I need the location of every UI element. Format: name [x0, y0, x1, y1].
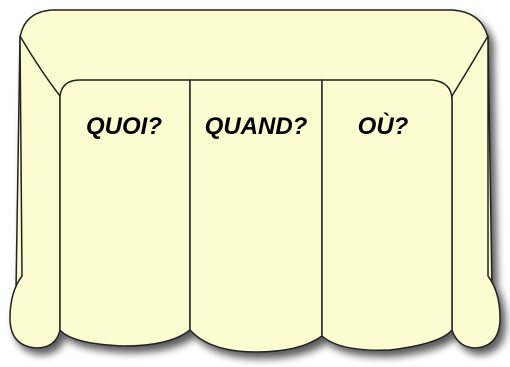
cushion-label-ou: OÙ?: [358, 112, 409, 140]
cushion-label-quand: QUAND?: [205, 113, 308, 140]
cushion-label-quoi: QUOI?: [86, 113, 162, 140]
sofa-right-armrest: [452, 36, 500, 348]
